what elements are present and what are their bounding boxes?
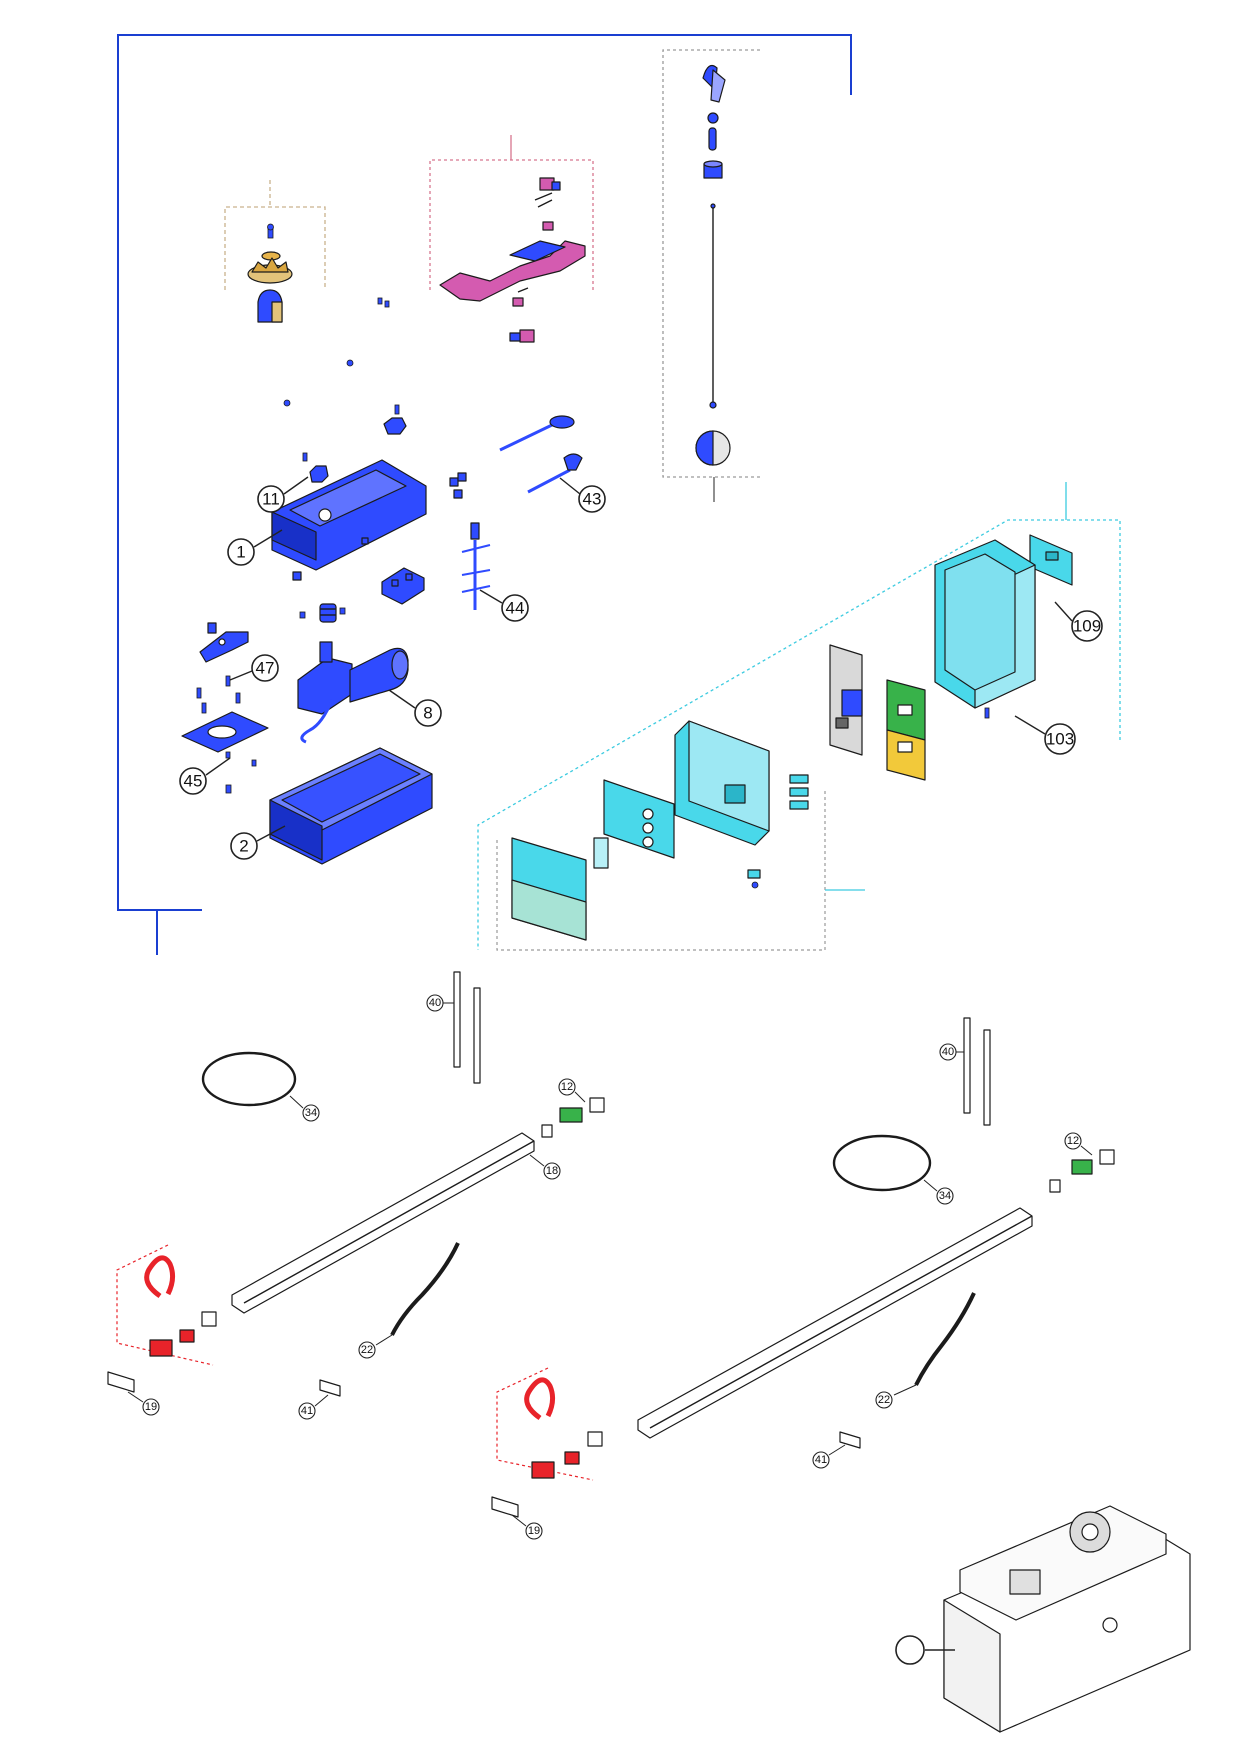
red-tensioner-right (496, 1367, 603, 1481)
callout-40a: 40 (426, 994, 454, 1012)
callout-109-label: 109 (1073, 617, 1101, 636)
callout-34a: 34 (289, 1095, 320, 1122)
red-tensioner-left (116, 1244, 217, 1366)
callout-18: 18 (529, 1154, 561, 1180)
motor-8 (297, 641, 409, 744)
arms-22 (390, 1242, 976, 1386)
callout-11: 11 (257, 476, 309, 513)
callout-41a-label: 41 (301, 1405, 313, 1417)
callout-19b-label: 19 (528, 1525, 540, 1537)
callout-45-label: 45 (184, 772, 203, 791)
callout-8-label: 8 (423, 704, 432, 723)
assembled-motor-unit (943, 1505, 1191, 1733)
callout-12a: 12 (558, 1078, 586, 1103)
callout-18-label: 18 (546, 1165, 558, 1177)
callout-40b-label: 40 (942, 1046, 954, 1058)
callout-47: 47 (229, 654, 279, 682)
callout-34a-label: 34 (305, 1107, 317, 1119)
callout-44: 44 (479, 589, 529, 622)
callout-12b: 12 (1064, 1132, 1093, 1156)
callout-1: 1 (227, 529, 283, 566)
callout-43: 43 (559, 477, 606, 513)
callout-34b: 34 (923, 1179, 954, 1205)
callout-44-label: 44 (506, 599, 525, 618)
callout-41b: 41 (812, 1444, 846, 1469)
rail-right (637, 1207, 1033, 1439)
release-rod-parts (695, 65, 731, 466)
release-cable-43 (499, 415, 583, 494)
pink-bracket-parts (439, 177, 586, 343)
small-screws (283, 297, 467, 499)
callout-41a: 41 (298, 1394, 329, 1420)
callout-12a-label: 12 (561, 1081, 573, 1093)
callout-1-label: 1 (236, 543, 245, 562)
callout-40a-label: 40 (429, 997, 441, 1009)
callout-22a-label: 22 (361, 1344, 373, 1356)
callout-8: 8 (388, 689, 442, 727)
chain-loops (201, 1051, 932, 1192)
callout-43-label: 43 (583, 490, 602, 509)
callout-40b: 40 (939, 1043, 964, 1061)
release-rod-subgroup-box (662, 49, 760, 502)
callout-11-label: 11 (262, 490, 280, 509)
callout-22a: 22 (358, 1334, 393, 1359)
callout-22b-label: 22 (878, 1394, 890, 1406)
rail-left (231, 1132, 535, 1314)
callout-19b: 19 (511, 1514, 543, 1540)
callout-34b-label: 34 (939, 1190, 951, 1202)
callout-2: 2 (230, 825, 286, 860)
callout-12b-label: 12 (1067, 1135, 1079, 1147)
callout-41b-label: 41 (815, 1454, 827, 1466)
control-unit-parts (511, 534, 1073, 941)
center-bracket (381, 567, 425, 605)
lever (199, 622, 249, 663)
control-unit-subgroup-box (477, 482, 1121, 951)
callout-103: 103 (1014, 715, 1076, 755)
callout-2-label: 2 (239, 837, 248, 856)
brackets-19-41 (107, 1371, 861, 1518)
callout-blank (895, 1635, 955, 1665)
main-housing-1 (271, 459, 427, 581)
motor-assembly-frame (117, 34, 852, 955)
mounting-plate-45 (181, 711, 269, 767)
callout-109: 109 (1054, 601, 1103, 642)
gear-subgroup-box (224, 180, 326, 290)
callout-47-label: 47 (256, 659, 275, 678)
callout-22b: 22 (875, 1384, 917, 1409)
bracket-subgroup-box (429, 135, 594, 290)
gear-parts (247, 223, 293, 323)
end-brackets-12 (541, 1097, 1115, 1193)
brackets-40 (453, 971, 991, 1126)
callout-19a: 19 (127, 1391, 160, 1416)
screws-47 (196, 675, 241, 714)
callout-45: 45 (179, 757, 231, 795)
callout-19a-label: 19 (145, 1401, 157, 1413)
wiring-harness-44 (461, 522, 491, 610)
spring (299, 603, 346, 623)
callout-103-label: 103 (1046, 730, 1074, 749)
housing-cover-2 (225, 747, 433, 865)
